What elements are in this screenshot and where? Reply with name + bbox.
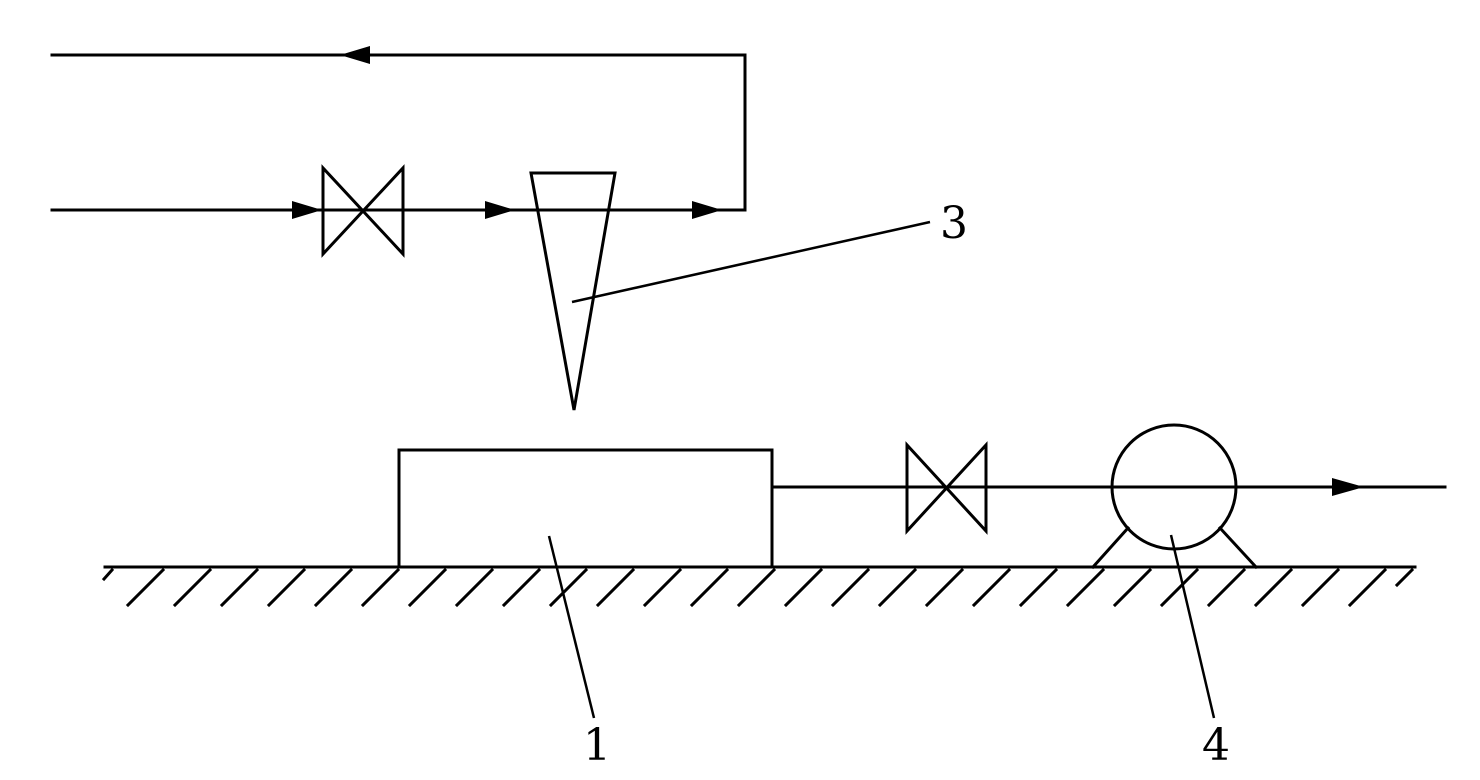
hatch-stroke (924, 567, 965, 608)
hatch-stroke (830, 567, 871, 608)
label-3: 3 (940, 198, 968, 249)
hatch-stroke (125, 567, 166, 608)
hatch-stroke (360, 567, 401, 608)
leader-line-4 (1169, 534, 1216, 719)
arrow-left-icon (340, 46, 370, 64)
label-4: 4 (1202, 720, 1230, 771)
return-line (50, 46, 747, 212)
hatch-stroke (1112, 567, 1153, 608)
arrow-right-icon (1332, 478, 1364, 496)
arrow-right-icon (692, 201, 722, 219)
hatch-stroke (266, 567, 307, 608)
hatch-stroke (642, 567, 683, 608)
hatch-stroke (1394, 567, 1415, 588)
hatch-stroke (313, 567, 354, 608)
hatch-stroke (1300, 567, 1341, 608)
ground-line (101, 565, 1417, 608)
hatch-stroke (407, 567, 448, 608)
hatch-stroke (501, 567, 542, 608)
hatch-stroke (1253, 567, 1294, 608)
label-1: 1 (583, 720, 611, 771)
hatch-stroke (454, 567, 495, 608)
upper-valve-icon (321, 164, 405, 258)
hatch-stroke (595, 567, 636, 608)
hatch-stroke (1065, 567, 1106, 608)
hatch-stroke (548, 567, 589, 608)
hatch-stroke (1159, 567, 1200, 608)
hatch-stroke (1018, 567, 1059, 608)
lower-valve-icon (905, 441, 988, 535)
outlet-line (770, 478, 1447, 496)
hatch-stroke (971, 567, 1012, 608)
arrow-right-icon (485, 201, 515, 219)
ground-hatching (101, 567, 1415, 608)
hatch-stroke (877, 567, 918, 608)
hatch-stroke (101, 567, 115, 582)
hatch-stroke (1206, 567, 1247, 608)
arrow-right-icon (292, 201, 322, 219)
nozzle-cone (529, 171, 617, 411)
supply-line (50, 201, 747, 219)
hatch-stroke (1347, 567, 1388, 608)
hatch-stroke (736, 567, 777, 608)
leader-line-1 (547, 535, 596, 719)
tank-container (397, 448, 774, 569)
hatch-stroke (219, 567, 260, 608)
hatch-stroke (783, 567, 824, 608)
hatch-stroke (172, 567, 213, 608)
leader-line-3 (571, 220, 931, 304)
hatch-stroke (689, 567, 730, 608)
